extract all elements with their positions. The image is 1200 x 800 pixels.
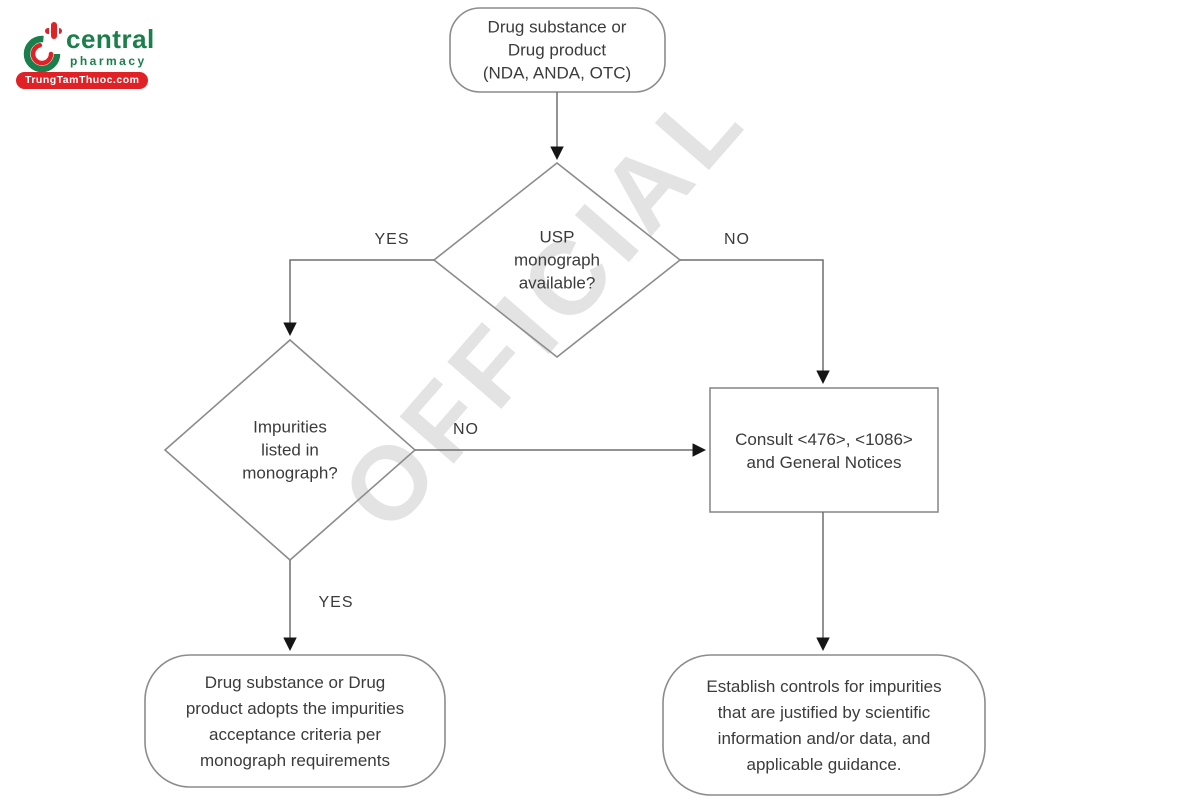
edge-usp-yes-to-impurities [283,259,434,337]
label-usp-yes: YES [374,231,410,248]
decision-impurities-text: Impurities listed in monograph? [242,417,338,483]
consult-node-shape [709,387,939,513]
label-impurities-no: NO [453,421,479,438]
establish-node-shape [662,654,986,796]
logo-brand-text: central [66,24,155,54]
consult-node-text: Consult <476>, <1086> and General Notice… [735,430,913,472]
logo-tagline-text: pharmacy [70,54,147,68]
start-node-text: Drug substance or Drug product (NDA, AND… [482,17,632,83]
edge-usp-no-to-consult [680,259,830,385]
establish-node-text: Establish controls for impurities that a… [706,677,942,774]
logo-plus-icon [45,22,62,39]
adopt-node-text: Drug substance or Drug product adopts th… [185,673,405,770]
decision-usp-text: USP monograph available? [513,227,601,293]
adopt-node-shape [144,654,446,788]
logo-c-icon [23,35,61,73]
logo-banner-text: TrungTamThuoc.com [16,72,149,89]
label-impurities-yes: YES [318,594,354,611]
decision-usp-shape [432,161,682,359]
central-pharmacy-logo: central pharmacy TrungTamThuoc.com [14,12,194,89]
label-usp-no: NO [724,231,750,248]
